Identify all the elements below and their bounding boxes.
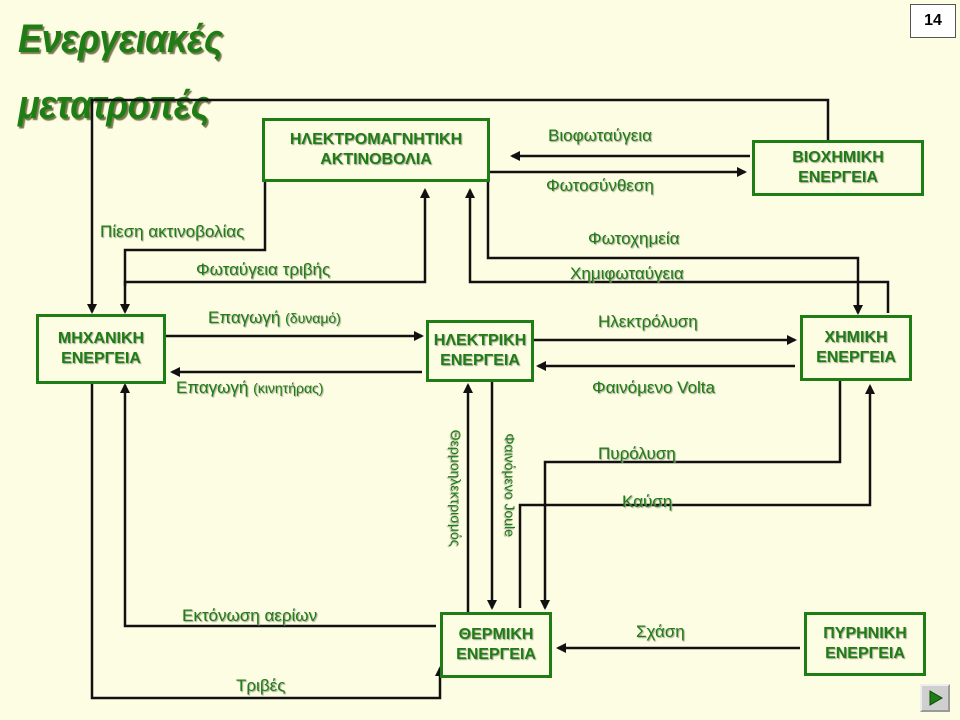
box-nuclear-energy: ΠΥΡΗΝΙΚΗ ΕΝΕΡΓΕΙΑ (804, 612, 926, 676)
label-photochemistry: Φωτοχημεία (588, 229, 680, 248)
label-bioluminescence: Βιοφωταύγεια (548, 126, 652, 145)
box-thermal-energy-label: ΘΕΡΜΙΚΗ ΕΝΕΡΓΕΙΑ (456, 626, 536, 663)
box-electromagnetic-radiation-label: ΗΛΕΚΤΡΟΜΑΓΝΗΤΙΚΗ ΑΚΤΙΝΟΒΟΛΙΑ (289, 131, 463, 168)
line-mech-to-therm (90, 382, 445, 700)
line-em-to-chem (486, 182, 863, 315)
slide-title: Ενεργειακές μετατροπές (18, 17, 223, 127)
line-em-to-mech (120, 182, 267, 314)
label-photosynthesis: Φωτοσύνθεση (546, 176, 654, 195)
label-radiation-pressure: Πίεση ακτινοβολίας (100, 222, 245, 241)
label-chemiluminescence: Χημιφωταύγεια (570, 264, 684, 283)
play-triangle-icon (929, 690, 943, 706)
page-number: 14 (910, 4, 956, 38)
box-mechanical-energy-label: ΜΗΧΑΝΙΚΗ ΕΝΕΡΓΕΙΑ (57, 330, 145, 367)
label-induction-word: Επαγωγή (208, 308, 281, 327)
label-induction-motor-note: (κινητήρας) (253, 380, 324, 396)
label-friction: Τριβές (236, 676, 286, 695)
label-electrolysis: Ηλεκτρόλυση (598, 312, 698, 331)
box-electromagnetic-radiation: ΗΛΕΚΤΡΟΜΑΓΝΗΤΙΚΗ ΑΚΤΙΝΟΒΟΛΙΑ (262, 118, 490, 182)
line-chem-to-therm (540, 380, 842, 610)
box-nuclear-energy-label: ΠΥΡΗΝΙΚΗ ΕΝΕΡΓΕΙΑ (823, 625, 907, 662)
label-induction-dynamo-note: (δυναμό) (285, 310, 341, 326)
line-chem-to-em (465, 188, 890, 313)
box-mechanical-energy: ΜΗΧΑΝΙΚΗ ΕΝΕΡΓΕΙΑ (36, 314, 166, 384)
line-mech-to-em (123, 188, 430, 286)
box-biochemical-energy-label: ΒΙΟΧΗΜΙΚΗ ΕΝΕΡΓΕΙΑ (792, 149, 884, 186)
box-electrical-energy: ΗΛΕΚΤΡΙΚΗ ΕΝΕΡΓΕΙΑ (426, 320, 534, 382)
label-joule-effect: Φαινόμενο Joule (502, 433, 518, 537)
box-chemical-energy: ΧΗΜΙΚΗ ΕΝΕΡΓΕΙΑ (800, 315, 912, 381)
label-induction-word: Επαγωγή (176, 378, 249, 397)
box-thermal-energy: ΘΕΡΜΙΚΗ ΕΝΕΡΓΕΙΑ (440, 612, 552, 678)
label-thermoelectricity: Θερμοηλεκτρισμός (448, 429, 464, 547)
line-bio-to-mech (87, 98, 830, 314)
label-triboluminescence: Φωταύγεια τριβής (196, 260, 331, 279)
line-therm-to-mech (120, 383, 436, 628)
label-pyrolysis: Πυρόλυση (598, 444, 676, 463)
label-volta: Φαινόμενο Volta (592, 378, 715, 397)
label-combustion: Καύση (622, 492, 673, 511)
line-therm-to-chem (518, 384, 875, 608)
next-slide-button[interactable] (920, 684, 950, 712)
box-electrical-energy-label: ΗΛΕΚΤΡΙΚΗ ΕΝΕΡΓΕΙΑ (433, 332, 527, 369)
label-gas-expansion: Εκτόνωση αερίων (182, 606, 318, 625)
box-biochemical-energy: ΒΙΟΧΗΜΙΚΗ ΕΝΕΡΓΕΙΑ (752, 140, 924, 196)
label-induction-motor: Επαγωγή (κινητήρας) (176, 378, 323, 398)
label-fission: Σχάση (636, 622, 685, 641)
label-induction-dynamo: Επαγωγή (δυναμό) (208, 308, 341, 328)
box-chemical-energy-label: ΧΗΜΙΚΗ ΕΝΕΡΓΕΙΑ (816, 329, 896, 366)
